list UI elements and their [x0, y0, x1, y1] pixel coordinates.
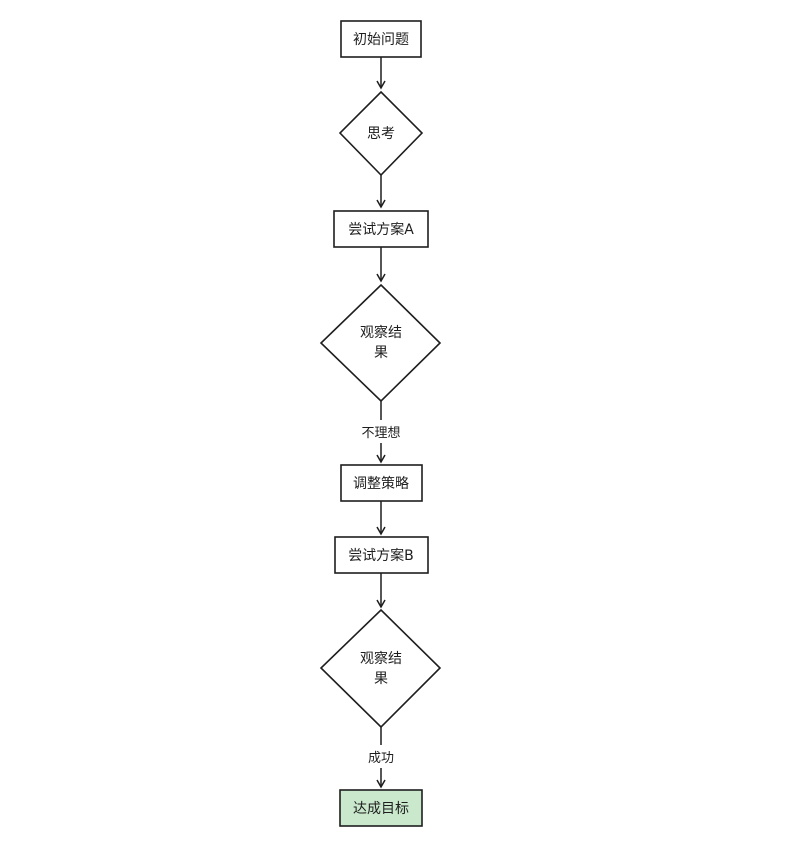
node-start-label: 初始问题: [353, 31, 409, 48]
node-try-b-label: 尝试方案B: [348, 547, 414, 564]
node-observe-1: 观察结 果: [319, 283, 442, 403]
node-goal-label: 达成目标: [353, 801, 409, 817]
node-think-label: 思考: [367, 126, 395, 142]
node-observe-1-label-line-2: 果: [374, 345, 388, 361]
node-observe-2: 观察结 果: [319, 608, 442, 729]
edge-label-success: 成功: [368, 751, 394, 766]
node-try-b: 尝试方案B: [334, 536, 429, 574]
node-adjust-label: 调整策略: [353, 475, 409, 492]
node-try-a: 尝试方案A: [333, 210, 429, 248]
node-adjust: 调整策略: [340, 464, 423, 502]
node-observe-2-label-line-2: 果: [374, 671, 388, 687]
node-observe-1-label-line-1: 观察结: [360, 324, 402, 341]
node-try-a-label: 尝试方案A: [348, 221, 414, 238]
node-start: 初始问题: [340, 20, 422, 58]
node-observe-2-label-line-1: 观察结: [360, 650, 402, 667]
edge-label-not-ideal: 不理想: [361, 425, 400, 441]
node-goal: 达成目标: [339, 789, 423, 827]
node-think: 思考: [338, 90, 424, 177]
node-goal-box: [339, 789, 423, 827]
